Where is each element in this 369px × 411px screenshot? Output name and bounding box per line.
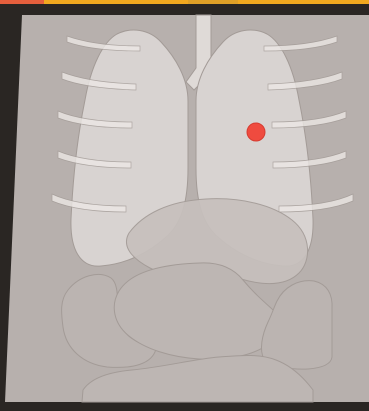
target-marker-icon[interactable] bbox=[247, 123, 265, 141]
